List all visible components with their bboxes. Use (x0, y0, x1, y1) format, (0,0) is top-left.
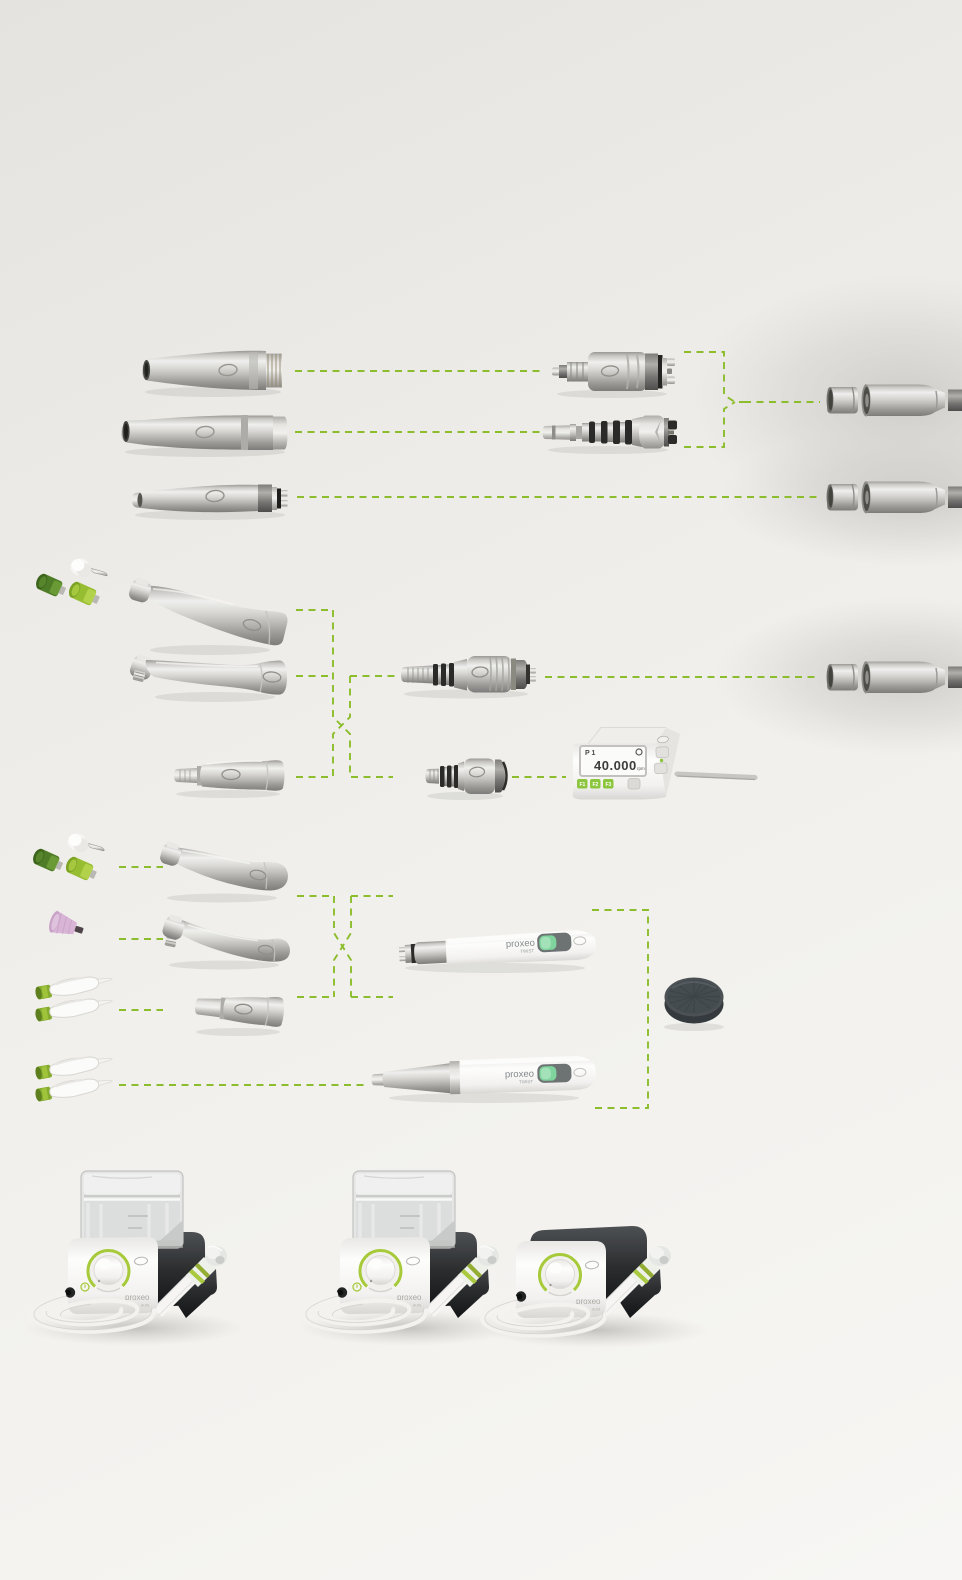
svg-text:aura: aura (141, 1303, 150, 1308)
svg-text:40.000: 40.000 (594, 758, 637, 773)
svg-text:F3: F3 (606, 782, 612, 788)
svg-text:aura: aura (592, 1307, 601, 1312)
svg-text:F2: F2 (593, 782, 599, 788)
svg-text:rpm: rpm (637, 766, 645, 771)
svg-text:F1: F1 (580, 782, 586, 788)
svg-text:TWIST: TWIST (520, 948, 534, 954)
svg-text:P 1: P 1 (585, 750, 595, 757)
svg-text:TWIST: TWIST (519, 1079, 533, 1084)
svg-text:proxeo: proxeo (506, 938, 536, 951)
svg-text:proxeo: proxeo (125, 1293, 150, 1302)
svg-text:proxeo: proxeo (505, 1069, 534, 1081)
svg-text:proxeo: proxeo (576, 1297, 601, 1306)
